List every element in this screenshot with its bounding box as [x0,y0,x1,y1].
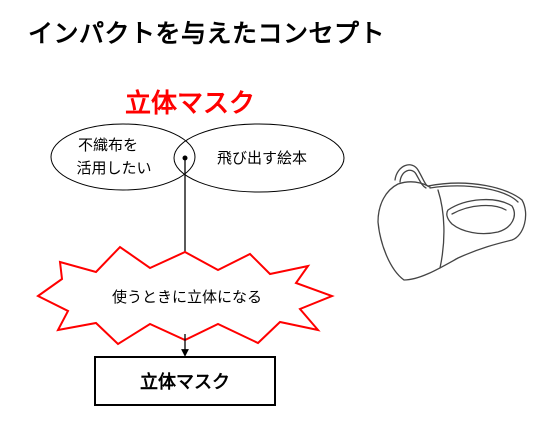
slide-title: インパクトを与えたコンセプト [28,19,386,48]
left-ellipse-label-line1: 不織布を [78,136,138,154]
diagram-headline: 立体マスク [125,88,255,119]
right-ellipse-label: 飛び出す絵本 [217,149,307,167]
right-ellipse [173,123,345,193]
left-ellipse-label-line2: 活用したい [76,159,151,177]
result-box-label: 立体マスク [140,371,230,393]
burst-label: 使うときに立体になる [112,288,262,306]
mask-illustration [377,164,527,281]
result-box [94,356,276,406]
left-ellipse [50,123,196,191]
starburst-shape [36,245,335,346]
